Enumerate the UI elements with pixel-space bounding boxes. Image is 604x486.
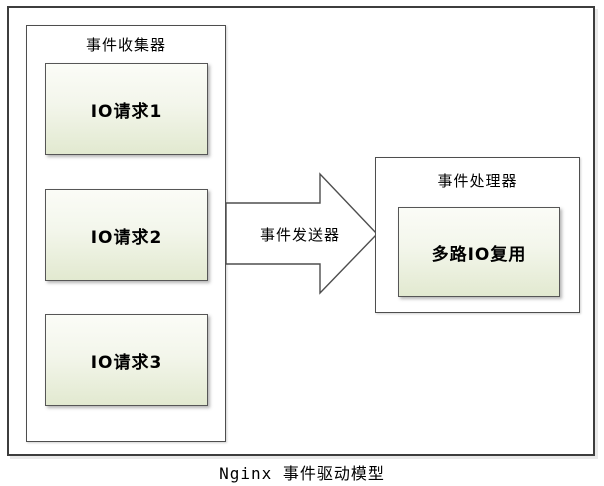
diagram-border: 事件收集器 IO请求1 IO请求2 IO请求3 事件发送器 事件处理器 多路IO… [7,6,595,456]
io-request-label-1: IO请求1 [90,101,163,122]
io-request-box-2: IO请求2 [45,189,208,281]
diagram-caption: Nginx 事件驱动模型 [219,464,385,483]
right-arrow-icon [225,172,378,295]
event-sender-label: 事件发送器 [259,226,340,244]
event-processor-group: 事件处理器 多路IO复用 [375,157,580,313]
io-multiplex-box: 多路IO复用 [398,207,560,297]
io-request-label-2: IO请求2 [90,227,163,248]
event-collector-title: 事件收集器 [85,36,166,54]
io-request-box-1: IO请求1 [45,63,208,155]
event-collector-group: 事件收集器 IO请求1 IO请求2 IO请求3 [26,25,226,442]
io-request-box-3: IO请求3 [45,314,208,406]
event-processor-title: 事件处理器 [437,172,518,190]
io-request-label-3: IO请求3 [90,352,163,373]
io-multiplex-label: 多路IO复用 [431,244,527,265]
event-sender-arrow: 事件发送器 [220,170,385,305]
